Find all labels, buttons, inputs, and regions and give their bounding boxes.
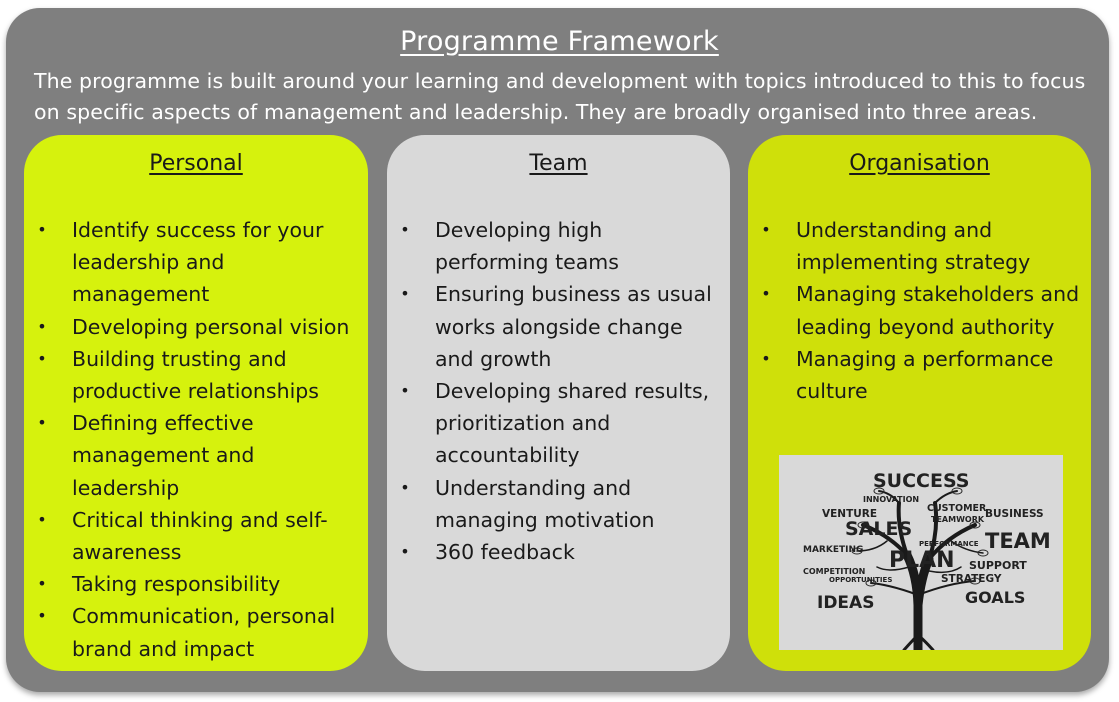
list-item: •Defining effective management and leade… xyxy=(24,407,368,504)
bullet-icon: • xyxy=(37,509,47,529)
team-list: •Developing high performing teams •Ensur… xyxy=(387,214,730,568)
tree-illustration xyxy=(856,490,984,650)
personal-title: Personal xyxy=(149,151,243,176)
list-item: •Identify success for your leadership an… xyxy=(24,214,368,311)
list-item: •Developing high performing teams xyxy=(387,214,730,278)
list-item: •Critical thinking and self-awareness xyxy=(24,504,368,568)
bullet-icon: • xyxy=(761,348,771,368)
bullet-icon: • xyxy=(761,284,771,304)
word-success: SUCCESS xyxy=(873,470,970,492)
word-support: SUPPORT xyxy=(969,559,1027,572)
bullet-icon: • xyxy=(400,542,410,562)
organisation-title: Organisation xyxy=(849,151,990,176)
list-item: •Understanding and implementing strategy xyxy=(748,214,1091,278)
organisation-card: Organisation •Understanding and implemen… xyxy=(748,135,1091,671)
tree-word-cloud: SUCCESS INNOVATION CUSTOMER TEAMWORK VEN… xyxy=(803,470,1051,650)
bullet-icon: • xyxy=(37,574,47,594)
word-venture: VENTURE xyxy=(822,508,877,520)
list-item: •Managing stakeholders and leading beyon… xyxy=(748,278,1091,342)
bullet-icon: • xyxy=(37,606,47,626)
team-title: Team xyxy=(529,151,588,176)
personal-card: Personal •Identify success for your lead… xyxy=(24,135,368,671)
word-teamwork: TEAMWORK xyxy=(931,515,985,524)
word-performance: PERFORMANCE xyxy=(919,540,979,548)
organisation-list: •Understanding and implementing strategy… xyxy=(748,214,1091,407)
list-item: •360 feedback xyxy=(387,536,730,568)
word-competition: COMPETITION xyxy=(803,567,865,576)
bullet-icon: • xyxy=(37,220,47,239)
personal-list: •Identify success for your leadership an… xyxy=(24,214,368,665)
list-item: •Communication, personal brand and impac… xyxy=(24,600,368,664)
bullet-icon: • xyxy=(761,220,771,239)
tree-leaves xyxy=(851,487,989,587)
bullet-icon: • xyxy=(400,220,410,239)
word-goals: GOALS xyxy=(965,588,1025,607)
word-ideas: IDEAS xyxy=(817,593,874,613)
bullet-icon: • xyxy=(37,413,47,433)
bullet-icon: • xyxy=(400,381,410,401)
word-sales: SALES xyxy=(845,518,912,540)
list-item: •Developing personal vision xyxy=(24,311,368,343)
bullet-icon: • xyxy=(400,284,410,304)
bullet-icon: • xyxy=(37,348,47,368)
word-team: TEAM xyxy=(985,529,1051,553)
team-card: Team •Developing high performing teams •… xyxy=(387,135,730,671)
page-title: Programme Framework xyxy=(400,26,719,57)
word-marketing: MARKETING xyxy=(803,545,863,555)
list-item: •Managing a performance culture xyxy=(748,343,1091,407)
word-strategy: STRATEGY xyxy=(941,573,1002,585)
list-item: •Ensuring business as usual works alongs… xyxy=(387,278,730,375)
bullet-icon: • xyxy=(400,477,410,497)
intro-text: The programme is built around your learn… xyxy=(34,69,1086,124)
list-item: •Building trusting and productive relati… xyxy=(24,343,368,407)
list-item: •Taking responsibility xyxy=(24,568,368,600)
word-business: BUSINESS xyxy=(985,508,1044,520)
list-item: •Understanding and managing motivation xyxy=(387,472,730,536)
word-innovation: INNOVATION xyxy=(863,495,919,504)
word-plan: PLAN xyxy=(889,548,955,573)
list-item: •Developing shared results, prioritizati… xyxy=(387,375,730,472)
word-customer: CUSTOMER xyxy=(927,503,987,514)
success-word-cloud-image: SUCCESS INNOVATION CUSTOMER TEAMWORK VEN… xyxy=(779,455,1063,650)
word-opportunities: OPPORTUNITIES xyxy=(829,576,892,584)
bullet-icon: • xyxy=(37,316,47,336)
